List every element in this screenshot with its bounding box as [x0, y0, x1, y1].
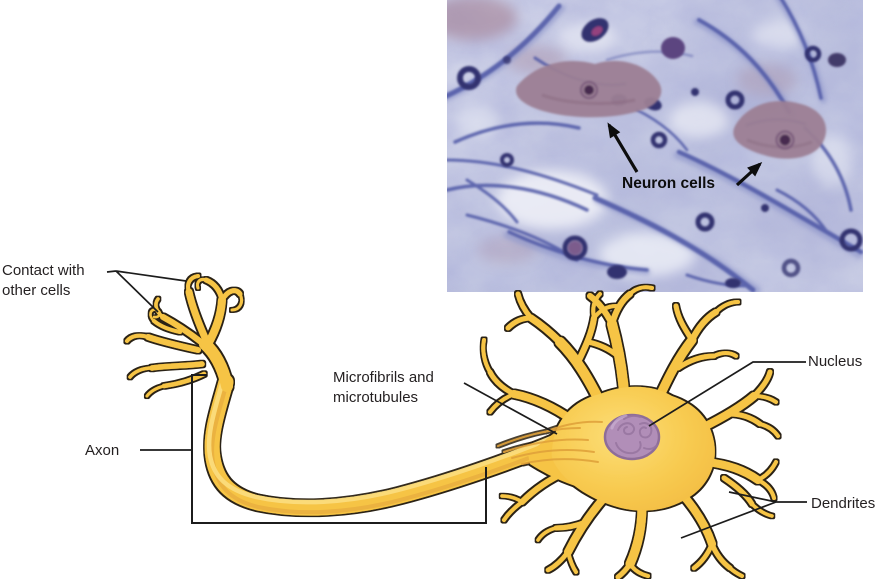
arrow-icon — [735, 161, 763, 187]
cell-rings — [457, 45, 863, 278]
nucleus-label: Nucleus — [808, 353, 863, 370]
light-patches — [455, 21, 852, 277]
nucleus-shape — [603, 413, 661, 461]
neuron-soma-left — [515, 60, 662, 118]
neuron-cells-arrows — [607, 122, 763, 187]
axon-label: Axon — [85, 442, 120, 459]
dendrites-shape — [481, 285, 780, 579]
nucleus-leader — [648, 361, 806, 427]
histology-texture — [447, 0, 863, 292]
dendrites-leader — [680, 491, 807, 539]
axon-terminals-shape — [125, 274, 244, 398]
microfibrils-label: Microfibrils and microtubules — [333, 369, 434, 406]
neuron-cells-label: Neuron cells — [622, 175, 716, 192]
arrow-icon — [607, 122, 639, 173]
dendrites-label: Dendrites — [811, 495, 876, 512]
microfibrils-streaks — [497, 420, 603, 465]
neuron-soma-right — [733, 100, 827, 159]
micrograph-image: Neuron cells — [447, 0, 863, 292]
soma-shape — [551, 386, 715, 511]
contact-with-other-cells-label: Contact with other cells — [2, 262, 85, 299]
neuron-cell — [125, 274, 780, 579]
